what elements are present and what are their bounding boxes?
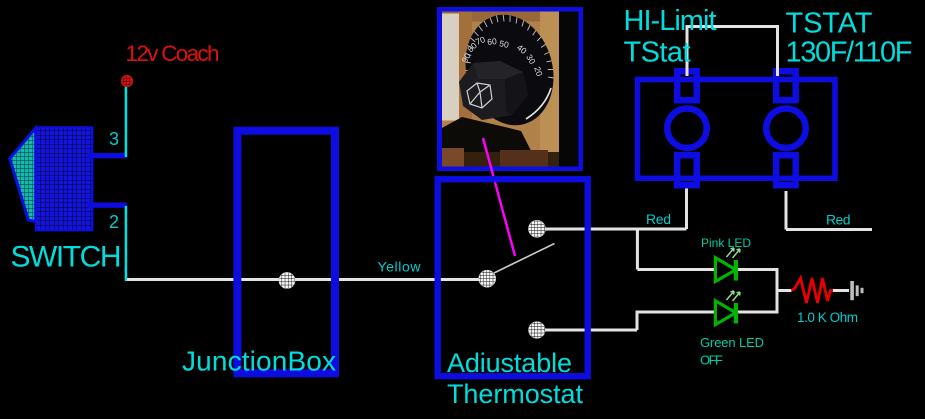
svg-text:Pink LED: Pink LED <box>701 236 751 250</box>
svg-text:20: 20 <box>532 65 545 77</box>
svg-text:2: 2 <box>109 212 119 232</box>
svg-text:OFF: OFF <box>700 353 723 368</box>
svg-text:1.0 K Ohm: 1.0 K Ohm <box>797 310 858 325</box>
svg-text:HI-Limit: HI-Limit <box>624 5 717 37</box>
svg-text:Thermostat: Thermostat <box>447 379 583 409</box>
svg-text:70: 70 <box>474 34 487 47</box>
svg-text:Yellow: Yellow <box>378 259 422 275</box>
svg-text:JunctionBox: JunctionBox <box>182 346 336 377</box>
svg-text:TSTAT: TSTAT <box>786 8 873 40</box>
svg-text:90: 90 <box>459 51 472 64</box>
svg-text:12v Coach: 12v Coach <box>126 41 220 66</box>
svg-text:3: 3 <box>109 129 119 149</box>
svg-text:Red: Red <box>646 211 671 227</box>
svg-text:130F/110F: 130F/110F <box>786 37 913 69</box>
svg-text:60: 60 <box>487 36 498 47</box>
svg-text:TStat: TStat <box>624 37 691 69</box>
svg-text:Red: Red <box>826 211 851 227</box>
svg-text:SWITCH: SWITCH <box>11 240 122 273</box>
svg-text:Adiustable: Adiustable <box>447 348 572 378</box>
svg-text:50: 50 <box>498 38 510 50</box>
svg-text:Green LED: Green LED <box>700 335 764 350</box>
